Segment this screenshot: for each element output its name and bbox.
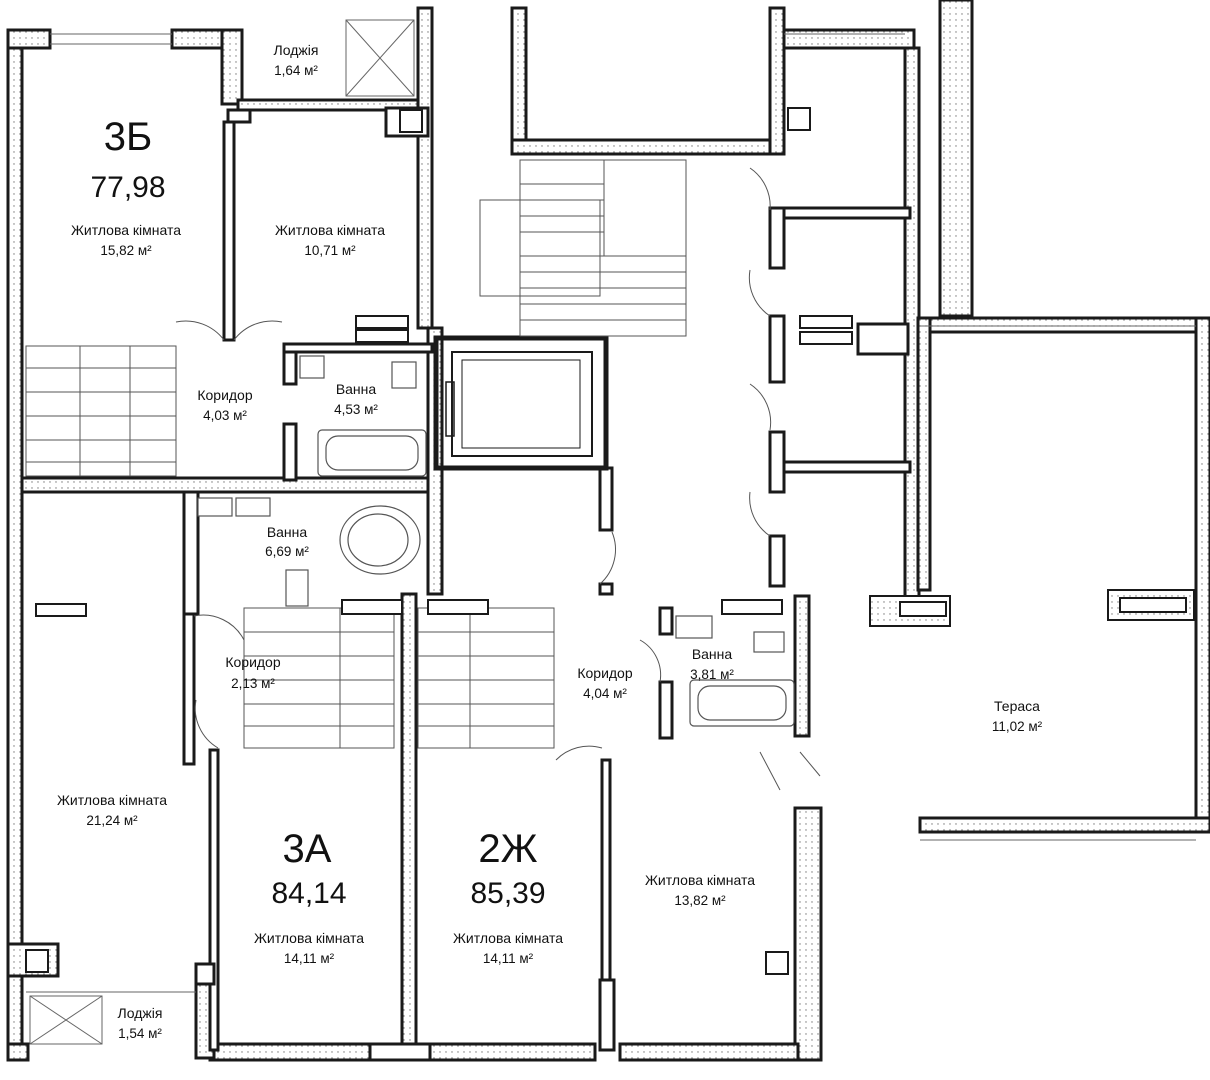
- room-area: 14,11 м²: [284, 951, 335, 966]
- apartment-labels: 3Б 77,98 3А 84,14 2Ж 85,39: [90, 115, 545, 910]
- room-area: 4,53 м²: [334, 402, 378, 417]
- sink-icon: [197, 497, 233, 517]
- doors: [175, 167, 821, 791]
- apartment-code-2zh: 2Ж: [478, 827, 537, 871]
- room-area: 3,81 м²: [690, 667, 734, 682]
- apartment-area-3b: 77,98: [90, 171, 165, 204]
- room-name: Коридор: [197, 387, 253, 403]
- room-name: Тераса: [994, 698, 1040, 714]
- room-area: 11,02 м²: [992, 719, 1043, 734]
- room-area: 1,54 м²: [118, 1026, 162, 1041]
- room-labels: Лоджія 1,64 м² Житлова кімната 15,82 м² …: [57, 42, 1043, 1041]
- room-name: Житлова кімната: [275, 222, 385, 238]
- room-name: Житлова кімната: [57, 792, 167, 808]
- sink-icon: [299, 355, 325, 379]
- vent-shafts: [25, 107, 1195, 975]
- room-name: Ванна: [692, 646, 733, 662]
- outer-walls: [6, 0, 1210, 1062]
- inner-walls: [182, 106, 912, 1052]
- apartment-code-3b: 3Б: [104, 115, 153, 159]
- room-name: Коридор: [225, 654, 281, 670]
- apartment-area-3a: 84,14: [271, 877, 346, 910]
- room-area: 1,64 м²: [274, 63, 318, 78]
- room-name: Лоджія: [274, 42, 319, 58]
- toilet-icon: [753, 631, 785, 653]
- stairs: [25, 159, 687, 749]
- toilet-icon: [285, 569, 309, 607]
- windows: [26, 19, 1196, 1045]
- apartment-code-3a: 3А: [283, 827, 332, 871]
- apartment-area-2zh: 85,39: [470, 877, 545, 910]
- elevator-core: [433, 335, 609, 471]
- room-area: 14,11 м²: [483, 951, 534, 966]
- room-area: 2,13 м²: [231, 676, 275, 691]
- room-name: Житлова кімната: [453, 930, 563, 946]
- sink-icon: [235, 497, 271, 517]
- room-area: 4,03 м²: [203, 408, 247, 423]
- room-name: Ванна: [267, 524, 308, 540]
- room-area: 15,82 м²: [100, 243, 152, 258]
- room-name: Житлова кімната: [254, 930, 364, 946]
- room-name: Житлова кімната: [71, 222, 181, 238]
- room-name: Коридор: [577, 665, 633, 681]
- vent-icon: [399, 109, 423, 133]
- room-name: Ванна: [336, 381, 377, 397]
- room-area: 10,71 м²: [304, 243, 356, 258]
- room-area: 21,24 м²: [86, 813, 138, 828]
- room-name: Лоджія: [118, 1005, 163, 1021]
- room-name: Житлова кімната: [645, 872, 755, 888]
- fixtures: [197, 355, 795, 727]
- vent-icon: [787, 107, 811, 131]
- room-area: 6,69 м²: [265, 544, 309, 559]
- room-area: 4,04 м²: [583, 686, 627, 701]
- room-area: 13,82 м²: [674, 893, 726, 908]
- vent-icon: [25, 949, 49, 973]
- toilet-icon: [391, 361, 417, 389]
- sink-icon: [675, 615, 713, 639]
- vent-icon: [765, 951, 789, 975]
